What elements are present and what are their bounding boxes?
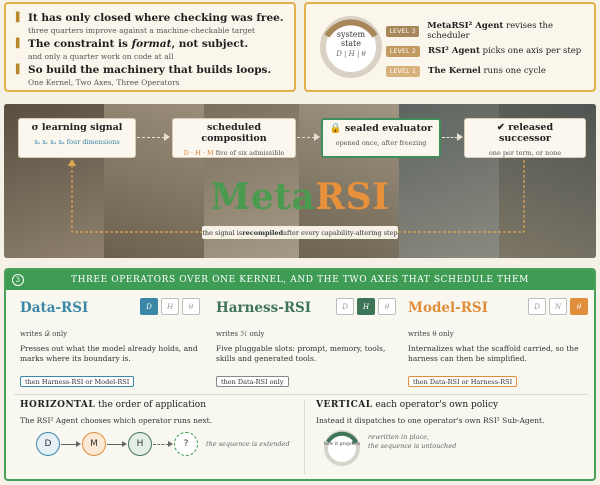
sequence-node-d: D [36,432,60,456]
sequence-node-next: ? [174,432,198,456]
arrow-head-icon [168,441,173,447]
operator-slot-box: θ [570,298,588,315]
claim-3: ▌ So build the machinery that builds loo… [16,64,284,77]
claims-footer: One Kernel, Two Axes, Three Operators [28,78,180,87]
bullet-icon: ▌ [16,13,23,23]
claim-2-main: The constraint is format, not subject. [28,38,249,50]
operator-then-tag: then Harness-RSI or Model-RSI [20,376,135,387]
operator-slot-box: θ [378,298,396,315]
levels-panel: system state D | H | θ LEVEL 3 MetaRSI² … [304,2,596,92]
bullet-icon: ▌ [16,39,23,49]
operator-description: Presses out what the model already holds… [20,344,198,363]
divider [304,400,305,474]
flow-arrow [442,137,458,138]
horizontal-axis-desc: The RSI² Agent chooses which operator ru… [20,416,213,425]
level-3-badge: LEVEL 3 [386,25,420,37]
recompiled-caption: the signal is recompiled after every cap… [202,226,398,239]
level-1-row: LEVEL 1 The Kernel runs one cycle [386,64,546,78]
level-2-label: RSI² Agent picks one axis per step [428,46,582,56]
operator-slot-box: D [140,298,158,315]
claim-3-main: So build the machinery that builds loops… [28,64,272,76]
vertical-axis-title: VERTICAL each operator's own policy [316,400,499,410]
claim-2: ▌ The constraint is format, not subject. [16,38,284,51]
operator-name: Harness-RSI [216,300,312,316]
arrow-head-icon [76,441,81,447]
claim-2-sub: and only a quarter work on code at all [28,52,174,61]
arrow-head-icon [314,133,320,141]
operator-description: Internalizes what the scaffold carried, … [408,344,579,363]
operator-writes: writes 𝒟 only [20,330,68,338]
metarsi-banner: σ learning signal xₛ xᵣ xₔ xₐ four dimen… [4,104,596,258]
divider [14,394,588,395]
operator-slot-box: H [161,298,179,315]
vertical-note: rewritten in place, the sequence is unto… [368,433,457,450]
arrow-head-icon [457,133,463,141]
operator-writes: writes θ only [408,330,454,338]
section-number-badge: 3 [12,274,24,286]
level-3-row: LEVEL 3 MetaRSI² Agent revises the sched… [386,21,594,41]
level-2-row: LEVEL 2 RSI² Agent picks one axis per st… [386,44,581,58]
system-state-label: system state [336,30,366,48]
policy-dial-icon [324,430,360,466]
stage-learning-signal: σ learning signal xₛ xᵣ xₔ xₐ four dimen… [18,118,136,158]
operator-slot-box: D [528,298,546,315]
system-state-components: D | H | θ [336,50,366,58]
claim-1-sub: three quarters improve against a machine… [28,26,256,35]
operator-then-tag: then Data-RSI only [216,376,289,387]
operator-slot-box: D [336,298,354,315]
sequence-node-h: H [128,432,152,456]
arrow-head-icon [122,441,127,447]
level-1-label: The Kernel runs one cycle [428,66,546,76]
vertical-axis-desc: Instead it dispatches to one operator's … [316,416,545,425]
stage-sealed-evaluator: 🔒 sealed evaluator opened once, after fr… [321,118,441,158]
stage-released-successor: ✔ released successor one per term, or no… [464,118,586,158]
flow-arrow [137,137,165,138]
operators-heading: 3 THREE OPERATORS OVER ONE KERNEL, AND T… [6,270,594,290]
check-circle-icon: ✔ [496,122,509,133]
metarsi-logo: MetaRSI [210,176,390,218]
claim-1: ▌ It has only closed where checking was … [16,12,284,25]
feedback-loop-arrow [68,159,525,233]
level-1-badge: LEVEL 1 [386,65,420,77]
arrow-head-icon [164,133,170,141]
lock-icon: 🔒 [329,123,345,134]
operator-writes: writes ℋ only [216,330,265,338]
operator-slot-box: θ [182,298,200,315]
stage-scheduled-composition: scheduled composition D · H · M five of … [172,118,296,158]
operators-panel: 3 THREE OPERATORS OVER ONE KERNEL, AND T… [4,268,596,481]
sequence-arrow [153,444,169,445]
level-3-label: MetaRSI² Agent revises the scheduler [427,21,554,41]
sequence-arrow [61,444,77,445]
operator-slot-box: H [357,298,375,315]
level-2-badge: LEVEL 2 [386,45,420,57]
operator-then-tag: then Data-RSI or Harness-RSI [408,376,518,387]
bullet-icon: ▌ [16,65,23,75]
sequence-note: the sequence is extended [206,440,290,448]
flow-arrow [297,137,315,138]
operator-name: Data-RSI [20,300,89,316]
operator-description: Five pluggable slots: prompt, memory, to… [216,344,386,363]
policy-dial-label: how it proposes [323,442,361,447]
sequence-node-m: M [82,432,106,456]
operator-slot-box: N [549,298,567,315]
sequence-arrow [107,444,123,445]
system-state-ring-icon [320,16,382,78]
operator-name: Model-RSI [408,300,488,316]
claims-panel: ▌ It has only closed where checking was … [4,2,296,92]
claim-1-main: It has only closed where checking was fr… [28,12,284,24]
horizontal-axis-title: HORIZONTAL the order of application [20,400,206,410]
